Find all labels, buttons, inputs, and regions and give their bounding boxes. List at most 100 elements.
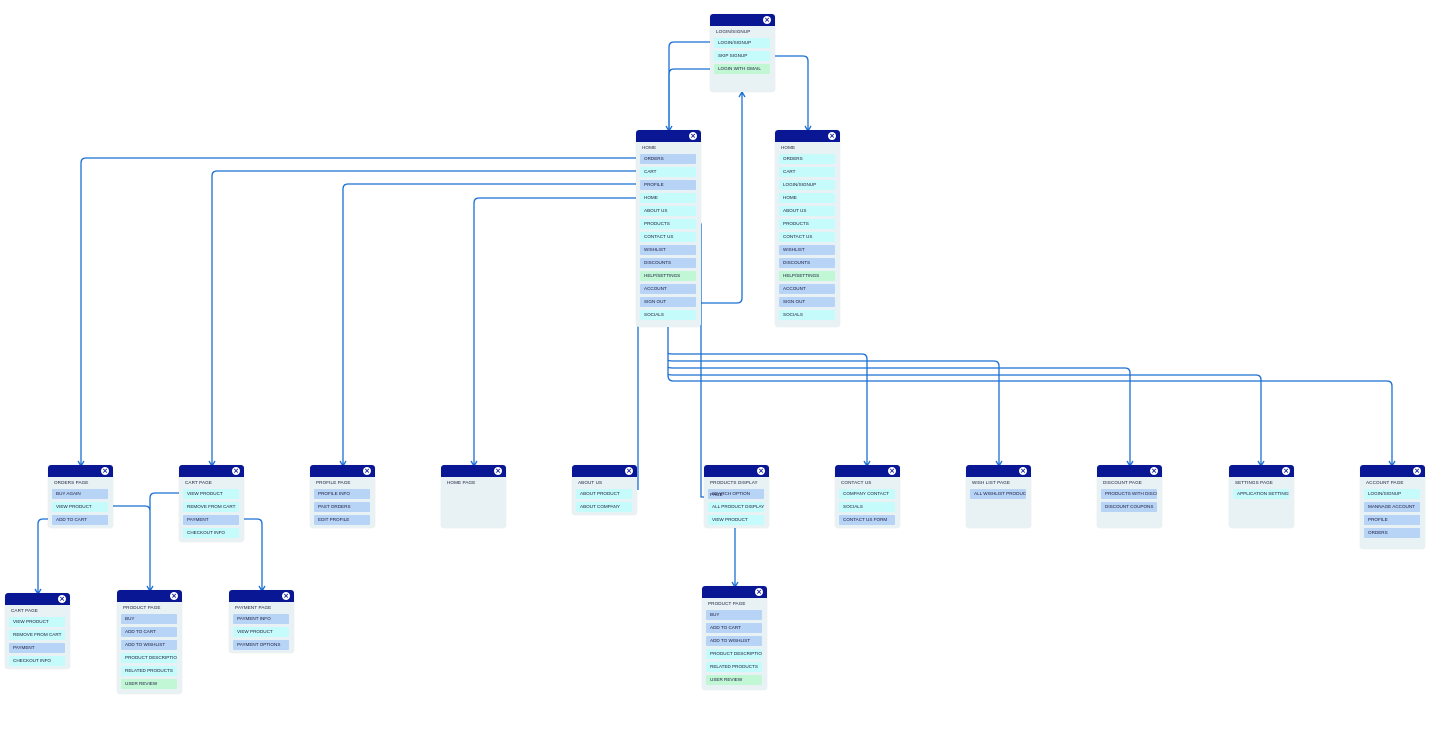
menu-row-buy[interactable]: BUY [121, 614, 177, 624]
menu-row-profile[interactable]: PROFILE [640, 180, 696, 190]
menu-row-add-to-cart[interactable]: ADD TO CART [706, 623, 762, 633]
close-icon[interactable]: × [1282, 467, 1290, 475]
menu-row-about-company[interactable]: ABOUT COMPANY [576, 502, 632, 512]
menu-row-sign-out[interactable]: SIGN OUT [779, 297, 835, 307]
menu-row-login-signup[interactable]: LOGIN/SIGNUP [1364, 489, 1420, 499]
menu-row-mannage-account[interactable]: MANNAGE ACCOUNT [1364, 502, 1420, 512]
close-icon[interactable]: × [625, 467, 633, 475]
menu-row-home[interactable]: HOME [640, 193, 696, 203]
menu-row-sign-out[interactable]: SIGN OUT [640, 297, 696, 307]
menu-row-wishlist[interactable]: WISHLIST [640, 245, 696, 255]
close-icon[interactable]: × [494, 467, 502, 475]
menu-row-payment[interactable]: PAYMENT [183, 515, 239, 525]
menu-row-checkout-info[interactable]: CHECKOUT INFO [9, 656, 65, 666]
close-icon[interactable]: × [1019, 467, 1027, 475]
close-icon[interactable]: × [757, 467, 765, 475]
menu-row-user-review[interactable]: USER REVIEW [706, 675, 762, 685]
menu-row-all-product-display[interactable]: ALL PRODUCT DISPLAY [708, 502, 764, 512]
menu-row-related-products[interactable]: RELATED PRODUCTS [706, 662, 762, 672]
close-icon[interactable]: × [363, 467, 371, 475]
close-icon[interactable]: × [170, 592, 178, 600]
menu-row-checkout-info[interactable]: CHECKOUT INFO [183, 528, 239, 538]
menu-row-login-with-gmail[interactable]: LOGIN WITH GMAIL [714, 64, 770, 74]
menu-row-about-us[interactable]: ABOUT US [640, 206, 696, 216]
close-icon[interactable]: × [282, 592, 290, 600]
menu-row-help-settings[interactable]: HELP/SETTINGS [779, 271, 835, 281]
close-icon[interactable]: × [755, 588, 763, 596]
menu-row-home[interactable]: HOME [779, 193, 835, 203]
close-icon[interactable]: × [763, 16, 771, 24]
menu-row-company-contact[interactable]: COMPANY CONTACT [839, 489, 895, 499]
card-header: × [5, 593, 70, 605]
close-icon[interactable]: × [232, 467, 240, 475]
menu-row-payment-options[interactable]: PAYMENT OPTIONS [233, 640, 289, 650]
menu-row-contact-us-form[interactable]: CONTACT US FORM [839, 515, 895, 525]
menu-row-products-with-discount[interactable]: PRODUCTS WITH DISCOUNT [1101, 489, 1157, 499]
menu-row-contact-us[interactable]: CONTACT US [640, 232, 696, 242]
menu-row-all-wishlist-product[interactable]: ALL WISHLIST PRODUCT [970, 489, 1026, 499]
menu-row-discounts[interactable]: DISCOUNTS [640, 258, 696, 268]
card-header: × [636, 130, 701, 142]
card-orders-page: × ORDERS PAGE BUY AGAIN VIEW PRODUCT ADD TO … [48, 465, 113, 528]
menu-row-view-product[interactable]: VIEW PRODUCT [183, 489, 239, 499]
menu-row-buy[interactable]: BUY [706, 610, 762, 620]
menu-row-add-to-wishlist[interactable]: ADD TO WISHLIST [706, 636, 762, 646]
menu-row-cart[interactable]: CART [640, 167, 696, 177]
menu-row-buy-again[interactable]: BUY AGAIN [52, 489, 108, 499]
close-icon[interactable]: × [1150, 467, 1158, 475]
menu-row-payment[interactable]: PAYMENT [9, 643, 65, 653]
menu-row-view-product[interactable]: VIEW PRODUCT [233, 627, 289, 637]
menu-row-product-description[interactable]: PRODUCT DESCRIPTION [706, 649, 762, 659]
menu-row-user-review[interactable]: USER REVIEW [121, 679, 177, 689]
menu-row-add-to-cart[interactable]: ADD TO CART [52, 515, 108, 525]
menu-row-application-settings[interactable]: APPLICATION SETTINGS [1233, 489, 1289, 499]
menu-row-account[interactable]: ACCOUNT [640, 284, 696, 294]
menu-row-product-description[interactable]: PRODUCT DESCRIPTION [121, 653, 177, 663]
menu-row-about-product[interactable]: ABOUT PRODUCT [576, 489, 632, 499]
close-icon[interactable]: × [58, 595, 66, 603]
menu-row-skip-signup[interactable]: SKIP SIGNUP [714, 51, 770, 61]
menu-row-orders[interactable]: ORDERS [1364, 528, 1420, 538]
menu-row-cart[interactable]: CART [779, 167, 835, 177]
close-icon[interactable]: × [689, 132, 697, 140]
menu-row-login-signup[interactable]: LOGIN/SIGNUP [779, 180, 835, 190]
menu-row-products[interactable]: PRODUCTS [640, 219, 696, 229]
close-icon[interactable]: × [101, 467, 109, 475]
close-icon[interactable]: × [828, 132, 836, 140]
menu-row-orders[interactable]: ORDERS [640, 154, 696, 164]
menu-row-about-us[interactable]: ABOUT US [779, 206, 835, 216]
menu-row-remove-from-cart[interactable]: REMOVE FROM CART [183, 502, 239, 512]
card-home-page: ×HOME PAGE [441, 465, 506, 528]
menu-row-products[interactable]: PRODUCTS [779, 219, 835, 229]
close-icon[interactable]: × [1413, 467, 1421, 475]
menu-row-payment-info[interactable]: PAYMENT INFO [233, 614, 289, 624]
menu-row-add-to-wishlist[interactable]: ADD TO WISHLIST [121, 640, 177, 650]
menu-row-view-product[interactable]: VIEW PRODUCT [52, 502, 108, 512]
menu-row-related-products[interactable]: RELATED PRODUCTS [121, 666, 177, 676]
menu-row-profile-info[interactable]: PROFILE INFO [314, 489, 370, 499]
menu-row-help-settings[interactable]: HELP/SETTINGS [640, 271, 696, 281]
menu-row-login-signup[interactable]: LOGIN/SIGNUP [714, 38, 770, 48]
card-title: DISCOUNT PAGE [1103, 480, 1142, 485]
menu-row-socials[interactable]: SOCIALS [779, 310, 835, 320]
menu-row-search-option[interactable]: SEARCH OPTION [708, 489, 764, 499]
menu-row-socials[interactable]: SOCIALS [839, 502, 895, 512]
menu-row-view-product[interactable]: VIEW PRODUCT [708, 515, 764, 525]
menu-row-view-product[interactable]: VIEW PRODUCT [9, 617, 65, 627]
menu-row-contact-us[interactable]: CONTACT US [779, 232, 835, 242]
menu-row-edit-profile[interactable]: EDIT PROFILE [314, 515, 370, 525]
menu-row-discount-coupons[interactable]: DISCOUNT COUPONS [1101, 502, 1157, 512]
menu-row-wishlist[interactable]: WISHLIST [779, 245, 835, 255]
menu-row-orders[interactable]: ORDERS [779, 154, 835, 164]
menu-row-profile[interactable]: PROFILE [1364, 515, 1420, 525]
card-header: × [117, 590, 182, 602]
menu-row-remove-from-cart[interactable]: REMOVE FROM CART [9, 630, 65, 640]
menu-row-discounts[interactable]: DISCOUNTS [779, 258, 835, 268]
menu-row-add-to-cart[interactable]: ADD TO CART [121, 627, 177, 637]
menu-row-account[interactable]: ACCOUNT [779, 284, 835, 294]
menu-row-past-orders[interactable]: PAST ORDERS [314, 502, 370, 512]
close-icon[interactable]: × [888, 467, 896, 475]
menu-row-socials[interactable]: SOCIALS [640, 310, 696, 320]
card-title: ORDERS PAGE [54, 480, 89, 485]
